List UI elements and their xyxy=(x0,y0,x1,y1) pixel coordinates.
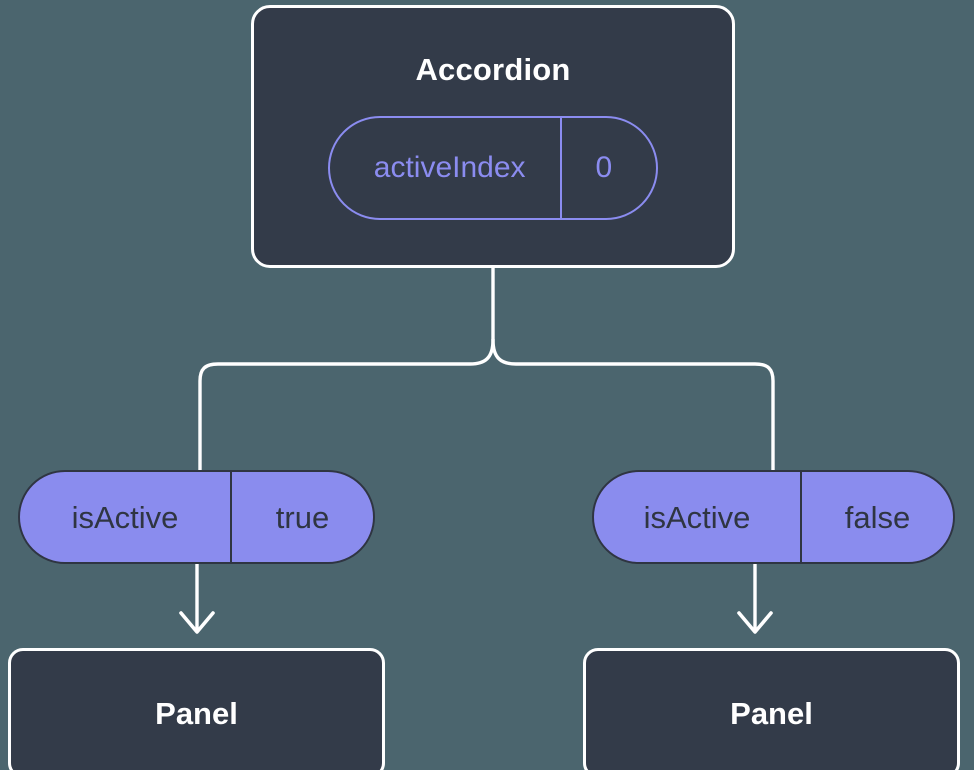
arrow-down-icon-left-head xyxy=(179,611,215,634)
prop-pill-divider xyxy=(800,472,802,562)
state-pill-divider xyxy=(559,118,562,218)
state-pill-active-index[interactable]: activeIndex 0 xyxy=(327,116,659,220)
prop-pill-key: isActive xyxy=(643,499,751,535)
node-panel-label: Panel xyxy=(155,696,238,731)
node-panel-left[interactable]: Panel xyxy=(8,648,385,770)
prop-pill-is-active-false[interactable]: isActive false xyxy=(592,470,955,564)
state-pill-value: 0 xyxy=(595,151,613,184)
branch-split-icon-right xyxy=(491,338,775,472)
node-panel-label: Panel xyxy=(730,696,813,731)
prop-pill-value: true xyxy=(275,499,330,535)
node-panel-right[interactable]: Panel xyxy=(583,648,960,770)
prop-pill-key: isActive xyxy=(71,499,179,535)
node-accordion[interactable]: Accordion activeIndex 0 xyxy=(251,5,735,268)
prop-pill-value: false xyxy=(844,499,911,535)
prop-pill-divider xyxy=(230,472,232,562)
state-pill-key: activeIndex xyxy=(373,151,526,184)
arrow-down-icon-right-head xyxy=(737,611,773,634)
branch-split-icon-left xyxy=(198,338,495,472)
prop-pill-is-active-true[interactable]: isActive true xyxy=(18,470,375,564)
node-accordion-label: Accordion xyxy=(415,52,571,87)
